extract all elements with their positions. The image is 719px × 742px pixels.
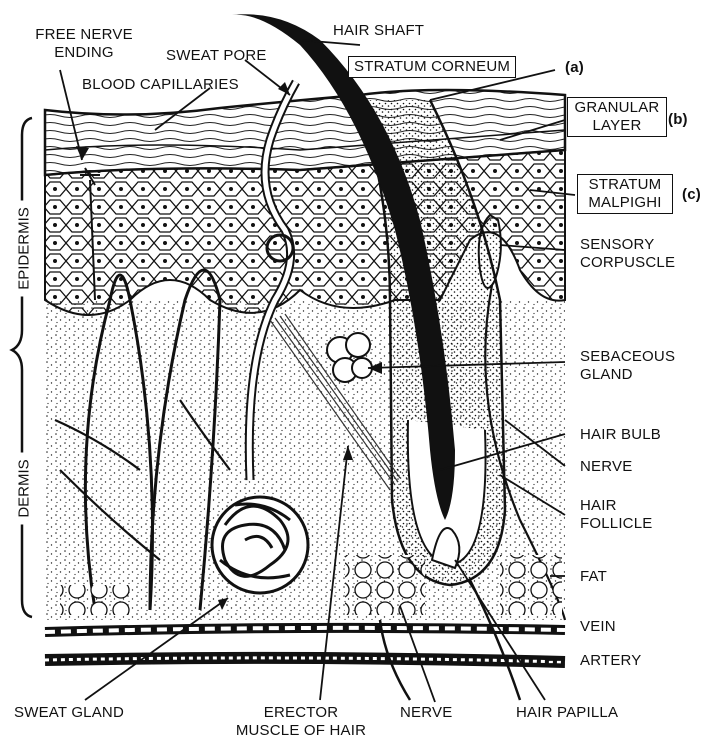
label-epidermis: EPIDERMIS [16,201,33,297]
label-granular-layer-line1: GRANULAR [573,99,661,117]
marker-c: (c) [682,186,701,204]
label-stratum-malpighi-line2: MALPIGHI [583,194,667,212]
label-nerve-right: NERVE [580,458,632,476]
label-hair-follicle: HAIR FOLLICLE [580,497,652,533]
label-hair-follicle-line1: HAIR [580,497,652,515]
sensory-corpuscle [479,215,501,288]
label-sebaceous-gland: SEBACEOUS GLAND [580,348,675,384]
label-stratum-malpighi-line1: STRATUM [583,176,667,194]
label-granular-layer-line2: LAYER [573,117,661,135]
sebaceous-gland [327,333,372,382]
label-free-nerve-ending-line1: FREE NERVE [30,26,138,44]
label-sweat-pore: SWEAT PORE [166,47,267,65]
label-sebaceous-gland-line1: SEBACEOUS [580,348,675,366]
label-free-nerve-ending: FREE NERVE ENDING [30,26,138,62]
marker-b: (b) [668,111,688,129]
label-nerve-bottom: NERVE [400,704,452,722]
label-blood-capillaries: BLOOD CAPILLARIES [82,76,239,94]
fat-cluster-left [60,585,130,615]
label-hair-bulb: HAIR BULB [580,426,661,444]
label-free-nerve-ending-line2: ENDING [30,44,138,62]
fat-cluster-mid [345,555,425,615]
label-erector-muscle: ERECTOR MUSCLE OF HAIR [226,704,376,740]
fat-cluster-right [500,555,562,615]
marker-a: (a) [565,59,584,77]
label-stratum-malpighi: STRATUM MALPIGHI [577,174,673,214]
label-sebaceous-gland-line2: GLAND [580,366,675,384]
label-sensory-corpuscle-line2: CORPUSCLE [580,254,675,272]
sweat-gland [212,497,308,593]
label-sweat-gland: SWEAT GLAND [14,704,124,722]
label-granular-layer: GRANULAR LAYER [567,97,667,137]
label-vein: VEIN [580,618,616,636]
label-hair-shaft: HAIR SHAFT [333,22,424,40]
label-dermis: DERMIS [16,453,33,525]
label-erector-muscle-line2: MUSCLE OF HAIR [226,722,376,740]
label-hair-follicle-line2: FOLLICLE [580,515,652,533]
label-sensory-corpuscle-line1: SENSORY [580,236,675,254]
label-stratum-corneum: STRATUM CORNEUM [348,56,516,78]
label-artery: ARTERY [580,652,642,670]
label-hair-papilla: HAIR PAPILLA [516,704,618,722]
label-fat: FAT [580,568,607,586]
label-erector-muscle-line1: ERECTOR [226,704,376,722]
label-sensory-corpuscle: SENSORY CORPUSCLE [580,236,675,272]
